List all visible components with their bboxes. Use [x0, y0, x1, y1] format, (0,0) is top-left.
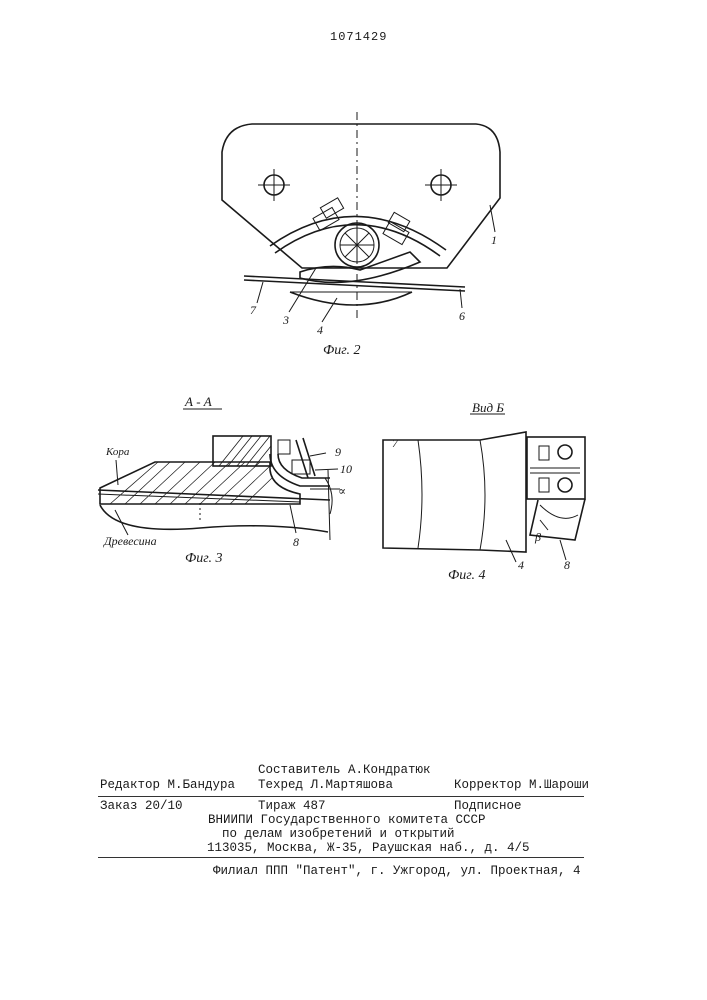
fig2-label-7: 7 [250, 303, 256, 318]
fig2-label-1: 1 [491, 233, 497, 248]
techred: Техред Л.Мартяшова [258, 778, 393, 792]
fig3-label-bark: Кора [106, 446, 129, 458]
fig3-label-9: 9 [335, 445, 341, 460]
circulation: Тираж 487 [258, 799, 326, 813]
fig3-label-10: 10 [340, 462, 352, 477]
divider-bottom [98, 857, 584, 858]
divider-top [98, 796, 584, 797]
fig3-caption: Фиг. 3 [185, 551, 223, 567]
branch: Филиал ППП "Патент", г. Ужгород, ул. Про… [213, 864, 581, 878]
fig4-label-beta: β [535, 530, 541, 545]
fig3-label-alpha: ∝ [338, 484, 346, 499]
compiler: Составитель А.Кондратюк [258, 763, 431, 777]
fig2-caption: Фиг. 2 [323, 343, 361, 359]
fig3-section-title: А - А [185, 394, 212, 410]
fig4-label-4: 4 [518, 558, 524, 573]
fig3-label-wood: Древесина [104, 534, 157, 549]
editor: Редактор М.Бандура [100, 778, 235, 792]
fig4-label-7: 7 [392, 436, 398, 451]
fig4-caption: Фиг. 4 [448, 568, 486, 584]
order: Заказ 20/10 [100, 799, 183, 813]
fig4-label-8: 8 [564, 558, 570, 573]
fig2-label-6: 6 [459, 309, 465, 324]
fig2-label-4: 4 [317, 323, 323, 338]
org-line2: по делам изобретений и открытий [222, 827, 455, 841]
org-line1: ВНИИПИ Государственного комитета СССР [208, 813, 486, 827]
corrector: Корректор М.Шароши [454, 778, 589, 792]
fig4-view-title: Вид Б [472, 400, 504, 416]
subscription: Подписное [454, 799, 522, 813]
fig3-label-8: 8 [293, 535, 299, 550]
address: 113035, Москва, Ж-35, Раушская наб., д. … [207, 841, 530, 855]
fig2-label-3: 3 [283, 313, 289, 328]
